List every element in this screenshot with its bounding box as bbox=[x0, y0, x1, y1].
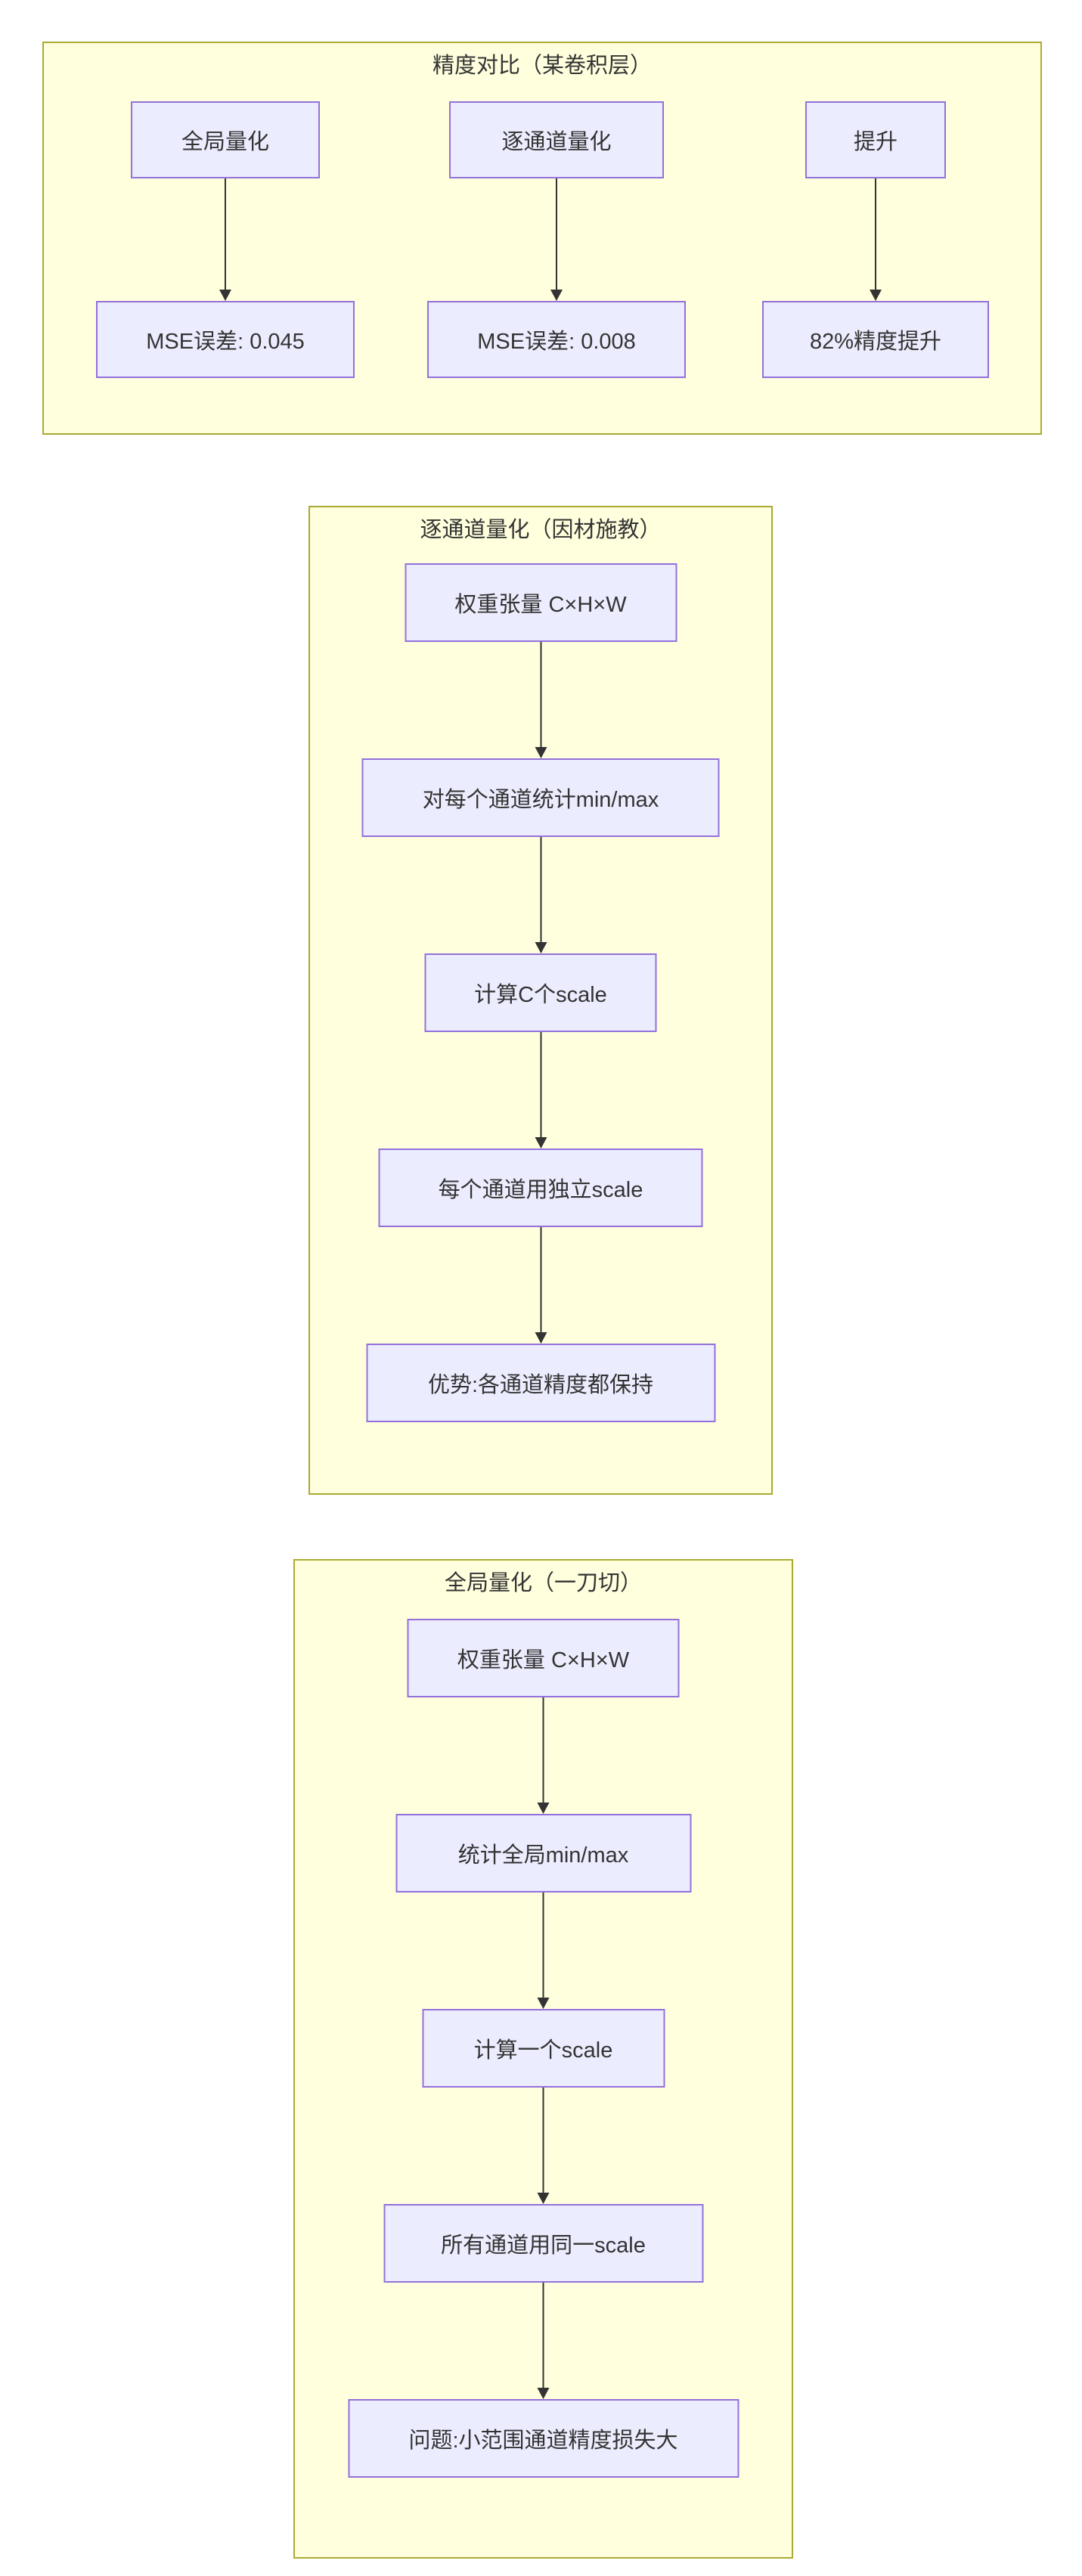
node-per-channel-quant: 逐通道量化 bbox=[449, 101, 664, 178]
flow-arrow-icon bbox=[537, 1697, 550, 1814]
arrow-shaft bbox=[542, 1892, 544, 1998]
arrow-head-icon bbox=[535, 1332, 547, 1344]
arrow-shaft bbox=[540, 1227, 541, 1332]
arrow-head-icon bbox=[535, 747, 547, 758]
flow-arrow-icon bbox=[537, 2088, 550, 2204]
flow-arrow-icon bbox=[537, 2283, 550, 2399]
node-global-minmax: 统计全局min/max bbox=[395, 1814, 691, 1892]
node-advantage: 优势:各通道精度都保持 bbox=[366, 1344, 715, 1422]
flow-arrow-icon bbox=[870, 178, 882, 301]
node-c-scales: 计算C个scale bbox=[424, 953, 657, 1032]
compare-column-global: 全局量化 MSE误差: 0.045 bbox=[96, 101, 355, 378]
node-improvement: 提升 bbox=[805, 101, 946, 178]
subgraph-per-channel-flow: 逐通道量化（因材施教） 权重张量 C×H×W 对每个通道统计min/max 计算… bbox=[308, 506, 773, 1495]
arrow-shaft bbox=[542, 1697, 544, 1803]
subgraph-title-global: 全局量化（一刀切） bbox=[444, 1571, 642, 1595]
compare-column-improvement: 提升 82%精度提升 bbox=[762, 101, 989, 378]
arrow-head-icon bbox=[537, 1803, 550, 1814]
subgraph-accuracy-compare: 精度对比（某卷积层） 全局量化 MSE误差: 0.045 逐通道量化 MSE误差… bbox=[42, 42, 1042, 435]
arrow-shaft bbox=[540, 642, 541, 747]
flow-arrow-icon bbox=[550, 178, 563, 301]
flow-arrow-icon bbox=[537, 1892, 550, 2009]
node-accuracy-gain: 82%精度提升 bbox=[762, 301, 989, 378]
arrow-head-icon bbox=[219, 290, 231, 301]
compare-column-per-channel: 逐通道量化 MSE误差: 0.008 bbox=[427, 101, 686, 378]
flow-arrow-icon bbox=[535, 1227, 547, 1344]
flow-arrow-icon bbox=[219, 178, 231, 301]
flow-arrow-icon bbox=[535, 642, 547, 758]
node-weight-tensor: 权重张量 C×H×W bbox=[405, 563, 677, 642]
arrow-shaft bbox=[542, 2283, 544, 2388]
arrow-shaft bbox=[875, 178, 876, 290]
subgraph-title-per-channel: 逐通道量化（因材施教） bbox=[420, 518, 662, 542]
arrow-shaft bbox=[225, 178, 226, 290]
arrow-head-icon bbox=[550, 290, 563, 301]
arrow-shaft bbox=[540, 837, 541, 942]
node-mse-per-channel: MSE误差: 0.008 bbox=[427, 301, 686, 378]
node-same-scale: 所有通道用同一scale bbox=[383, 2204, 703, 2283]
node-independent-scale: 每个通道用独立scale bbox=[378, 1149, 703, 1227]
arrow-shaft bbox=[542, 2088, 544, 2193]
node-per-channel-minmax: 对每个通道统计min/max bbox=[361, 758, 720, 837]
arrow-head-icon bbox=[535, 1137, 547, 1149]
global-steps: 权重张量 C×H×W 统计全局min/max 计算一个scale 所有通道用同一… bbox=[348, 1619, 739, 2478]
subgraph-title-accuracy-compare: 精度对比（某卷积层） bbox=[432, 54, 652, 78]
arrow-shaft bbox=[556, 178, 557, 290]
arrow-head-icon bbox=[537, 2193, 550, 2204]
flow-arrow-icon bbox=[535, 1032, 547, 1149]
arrow-head-icon bbox=[537, 2388, 550, 2399]
node-problem: 问题:小范围通道精度损失大 bbox=[348, 2399, 739, 2478]
arrow-head-icon bbox=[537, 1998, 550, 2009]
flow-arrow-icon bbox=[535, 837, 547, 953]
per-channel-steps: 权重张量 C×H×W 对每个通道统计min/max 计算C个scale 每个通道… bbox=[361, 563, 720, 1422]
node-mse-global: MSE误差: 0.045 bbox=[96, 301, 355, 378]
subgraph-global-flow: 全局量化（一刀切） 权重张量 C×H×W 统计全局min/max 计算一个sca… bbox=[293, 1559, 793, 2559]
node-global-quant: 全局量化 bbox=[131, 101, 320, 178]
arrow-shaft bbox=[540, 1032, 541, 1137]
arrow-head-icon bbox=[535, 942, 547, 953]
node-one-scale: 计算一个scale bbox=[422, 2009, 665, 2088]
node-weight-tensor: 权重张量 C×H×W bbox=[407, 1619, 680, 1697]
arrow-head-icon bbox=[870, 290, 882, 301]
